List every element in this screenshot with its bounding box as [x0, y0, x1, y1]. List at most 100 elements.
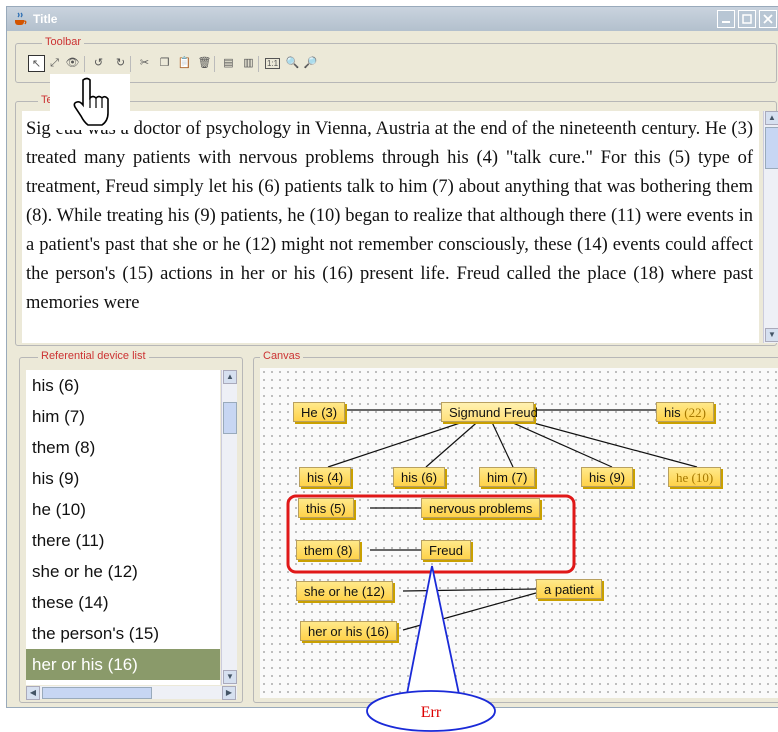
select-tool-button[interactable]: ↖	[28, 55, 45, 72]
zoom-actual-icon: 1:1	[264, 58, 281, 69]
link-tool-icon: ⤢	[50, 57, 59, 69]
scroll-down-arrow-icon[interactable]: ▼	[765, 328, 778, 342]
scroll-up-arrow-icon[interactable]: ▲	[765, 111, 778, 125]
delete-icon: 🗑	[197, 57, 212, 69]
list-item[interactable]: he (10)	[32, 500, 86, 519]
list-item[interactable]: she or he (12)	[32, 562, 138, 581]
undo-button[interactable]: ↺	[90, 55, 107, 72]
minimize-icon	[722, 21, 730, 23]
cut-icon: ✂	[139, 57, 150, 69]
window-title: Title	[33, 12, 58, 26]
toolbar-legend: Toolbar	[42, 36, 85, 48]
delete-button[interactable]: 🗑	[196, 55, 213, 72]
edge-sheorhe12-patient	[402, 588, 537, 592]
edge-freud-he10	[514, 417, 698, 468]
paste-icon: 📋	[177, 57, 192, 69]
list-item[interactable]: there (11)	[32, 531, 105, 550]
node-his-22[interactable]: his (22)	[656, 402, 714, 422]
node-his-22-word: his	[664, 405, 681, 420]
node-he-10-label: he (10)	[676, 470, 714, 485]
scroll-thumb[interactable]	[42, 687, 152, 699]
select-tool-icon: ↖	[31, 58, 42, 70]
node-him-7[interactable]: him (7)	[479, 467, 536, 487]
scroll-thumb[interactable]	[223, 402, 237, 434]
align-left-button[interactable]: ▤	[220, 55, 237, 72]
align-right-button[interactable]: ▥	[240, 55, 257, 72]
zoom-actual-button[interactable]: 1:1	[264, 55, 281, 72]
paste-button[interactable]: 📋	[176, 55, 193, 72]
scroll-left-arrow-icon[interactable]: ◀	[26, 686, 40, 700]
java-cup-icon	[15, 12, 27, 25]
zoom-in-icon: 🔍	[285, 57, 300, 69]
node-she-or-he-12[interactable]: she or he (12)	[296, 581, 393, 601]
align-left-icon: ▤	[223, 57, 234, 69]
referential-device-list-panel: Referential device list his (6) him (7) th…	[19, 350, 243, 703]
node-this-5[interactable]: this (5)	[298, 498, 354, 518]
node-his-6[interactable]: his (6)	[393, 467, 446, 487]
cut-button[interactable]: ✂	[136, 55, 153, 72]
zoom-in-button[interactable]: 🔍	[284, 55, 301, 72]
hand-cursor-icon	[50, 74, 130, 130]
node-freud[interactable]: Freud	[421, 540, 471, 560]
node-his-4[interactable]: his (4)	[299, 467, 352, 487]
copy-icon: ❐	[159, 57, 170, 69]
error-label: Err	[421, 704, 442, 721]
toolbar-separator	[258, 56, 259, 72]
list-item[interactable]: these (14)	[32, 593, 109, 612]
zoom-out-icon: 🔎	[303, 57, 318, 69]
align-right-icon: ▥	[243, 57, 254, 69]
list-vertical-scrollbar[interactable]: ▲ ▼	[221, 370, 237, 685]
edge-freud-his9	[501, 417, 613, 468]
list-item[interactable]: his (9)	[32, 469, 80, 488]
redo-button[interactable]: ↻	[112, 55, 129, 72]
app-window: Title Toolbar ↖ ⤢ 👁 ↺ ↻ ✂ ❐ 📋 🗑 ▤ ▥ 1:1 🔍🔎 Te Sig eu…	[6, 6, 778, 708]
list-item[interactable]: the person's (15)	[32, 624, 160, 643]
node-nervous-problems[interactable]: nervous problems	[421, 498, 541, 518]
node-his-22-number: (22)	[684, 405, 706, 420]
list-legend: Referential device list	[38, 350, 149, 362]
title-bar[interactable]: Title	[7, 7, 778, 31]
referential-device-list[interactable]: his (6) him (7) them (8) his (9) he (10) ther…	[26, 370, 220, 685]
scroll-up-arrow-icon[interactable]: ▲	[223, 370, 237, 384]
canvas-legend: Canvas	[260, 350, 304, 362]
list-item[interactable]: them (8)	[32, 438, 96, 457]
close-button[interactable]	[759, 10, 777, 28]
maximize-button[interactable]	[738, 10, 756, 28]
maximize-icon	[742, 14, 752, 24]
zoom-out-button[interactable]: 🔎	[302, 55, 319, 72]
node-he-3[interactable]: He (3)	[293, 402, 346, 422]
edge-freud-his6	[425, 417, 483, 468]
find-tool-button[interactable]: 👁	[64, 55, 81, 72]
undo-icon: ↺	[93, 57, 104, 69]
node-he-10[interactable]: he (10)	[668, 467, 722, 487]
text-area[interactable]: Sig eud was a doctor of psychology in Vi…	[22, 111, 759, 343]
minimize-button[interactable]	[717, 10, 735, 28]
copy-button[interactable]: ❐	[156, 55, 173, 72]
toolbar-separator	[84, 56, 85, 72]
edge-freud-him7	[489, 417, 514, 468]
scroll-right-arrow-icon[interactable]: ▶	[222, 686, 236, 700]
toolbar-separator	[130, 56, 131, 72]
list-item[interactable]: his (6)	[32, 376, 80, 395]
node-her-or-his-16[interactable]: her or his (16)	[300, 621, 397, 641]
node-his-9[interactable]: his (9)	[581, 467, 634, 487]
toolbar-separator	[214, 56, 215, 72]
text-panel: Te Sig eud was a doctor of psychology in…	[15, 94, 778, 346]
toolbar-group: Toolbar ↖ ⤢ 👁 ↺ ↻ ✂ ❐ 📋 🗑 ▤ ▥ 1:1 🔍🔎	[15, 36, 777, 83]
close-icon	[763, 14, 773, 24]
link-tool-button[interactable]: ⤢	[46, 55, 63, 72]
text-body: Sig eud was a doctor of psychology in Vi…	[26, 119, 753, 313]
scroll-thumb[interactable]	[765, 127, 778, 169]
scroll-down-arrow-icon[interactable]: ▼	[223, 670, 237, 684]
edge-freud-his4	[327, 417, 476, 468]
redo-icon: ↻	[115, 57, 126, 69]
list-item[interactable]: him (7)	[32, 407, 85, 426]
node-sigmund-freud[interactable]: Sigmund Freud	[441, 402, 538, 422]
list-horizontal-scrollbar[interactable]: ◀ ▶	[26, 686, 237, 700]
text-vertical-scrollbar[interactable]: ▲ ▼	[763, 111, 778, 343]
list-item[interactable]: her or his (16)	[26, 649, 220, 680]
find-tool-icon: 👁	[65, 57, 80, 69]
node-a-patient[interactable]: a patient	[536, 579, 602, 599]
node-them-8[interactable]: them (8)	[296, 540, 361, 560]
